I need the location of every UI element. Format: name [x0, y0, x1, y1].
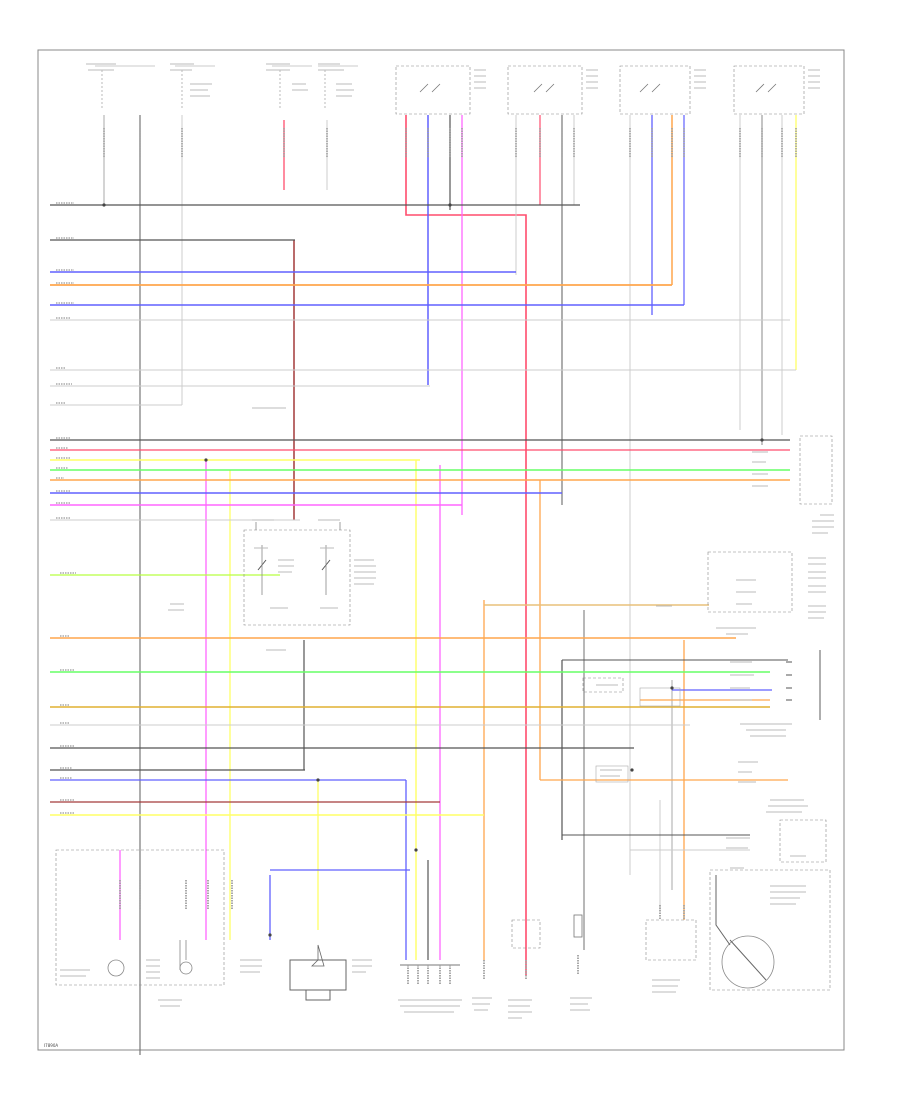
horizontal-wires: [50, 204, 796, 871]
diagram-border: [37, 49, 845, 1051]
connector-stubs: [119, 880, 685, 985]
top-switch-modules: [95, 65, 805, 115]
right-components: [582, 435, 833, 991]
junction-dots: [102, 203, 764, 937]
relay-module: [243, 522, 351, 626]
wire-labels: [56, 202, 76, 814]
vertical-wires: [103, 115, 797, 1055]
diagram-code: I7890A: [44, 1043, 58, 1048]
component-label-blocks: [60, 63, 834, 1019]
top-lead-stubs: [103, 128, 797, 158]
